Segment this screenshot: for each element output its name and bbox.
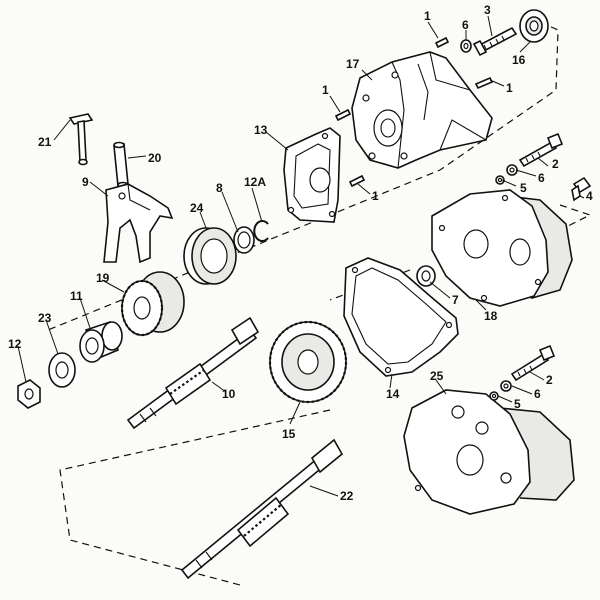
part-label-6: 6 — [538, 171, 545, 185]
washer-5-upper — [495, 175, 505, 185]
part-label-4: 4 — [586, 189, 593, 203]
part-label-18: 18 — [484, 309, 498, 323]
part-label-12a: 12A — [244, 175, 266, 189]
ring-24 — [183, 227, 237, 285]
washer-5-lower — [489, 391, 499, 401]
washer-6-top — [460, 39, 472, 53]
gear-15 — [268, 320, 348, 404]
part-label-11: 11 — [70, 289, 83, 303]
housing-17 — [351, 51, 493, 169]
cover-18 — [431, 189, 573, 307]
part-label-1: 1 — [424, 9, 431, 23]
part-label-2: 2 — [546, 373, 553, 387]
part-label-8: 8 — [216, 181, 223, 195]
screw-4 — [571, 176, 592, 202]
part-label-15: 15 — [282, 427, 296, 441]
part-label-1: 1 — [372, 189, 379, 203]
part-label-7: 7 — [452, 293, 459, 307]
part-label-16: 16 — [512, 53, 526, 67]
part-label-23: 23 — [38, 311, 52, 325]
shift-fork-9 — [103, 183, 174, 264]
pin-20 — [113, 141, 129, 189]
part-label-6: 6 — [462, 18, 469, 32]
screw-21 — [68, 113, 94, 166]
part-label-1: 1 — [506, 81, 513, 95]
bushing-11 — [79, 320, 123, 363]
washer-6-lower — [500, 380, 512, 392]
gasket-14 — [343, 257, 459, 377]
seal-16 — [519, 9, 549, 43]
part-label-21: 21 — [38, 135, 52, 149]
dowel-pins-1 — [334, 36, 494, 188]
part-label-1: 1 — [322, 83, 329, 97]
part-label-14: 14 — [386, 387, 400, 401]
bolt-2-upper — [518, 132, 564, 168]
part-label-22: 22 — [340, 489, 354, 503]
part-label-5: 5 — [520, 181, 527, 195]
part-label-20: 20 — [148, 151, 162, 165]
shaft-10 — [126, 316, 260, 430]
clip-12a — [253, 220, 269, 242]
part-label-9: 9 — [82, 175, 89, 189]
washer-23 — [48, 352, 76, 388]
gear-19 — [120, 271, 185, 337]
part-label-12: 12 — [8, 337, 22, 351]
part-labels: 1 6 3 16 17 1 1 13 21 20 9 1 2 6 5 4 8 1… — [8, 3, 593, 503]
bolt-2-lower — [510, 344, 556, 382]
part-label-2: 2 — [552, 157, 559, 171]
leader-lines — [17, 15, 585, 497]
washer-8 — [233, 226, 255, 254]
part-label-13: 13 — [254, 123, 268, 137]
part-label-19: 19 — [96, 271, 110, 285]
gasket-13 — [283, 127, 341, 223]
part-label-24: 24 — [190, 201, 204, 215]
nut-12 — [17, 379, 41, 409]
part-label-25: 25 — [430, 369, 444, 383]
part-label-6: 6 — [534, 387, 541, 401]
seal-7 — [416, 265, 436, 287]
washer-6-upper — [506, 164, 518, 176]
part-label-17: 17 — [346, 57, 360, 71]
bolt-3 — [472, 26, 518, 57]
part-label-10: 10 — [222, 387, 236, 401]
cover-25 — [403, 389, 575, 515]
shaft-22 — [180, 438, 344, 580]
part-label-3: 3 — [484, 3, 491, 17]
part-label-5: 5 — [514, 397, 521, 411]
